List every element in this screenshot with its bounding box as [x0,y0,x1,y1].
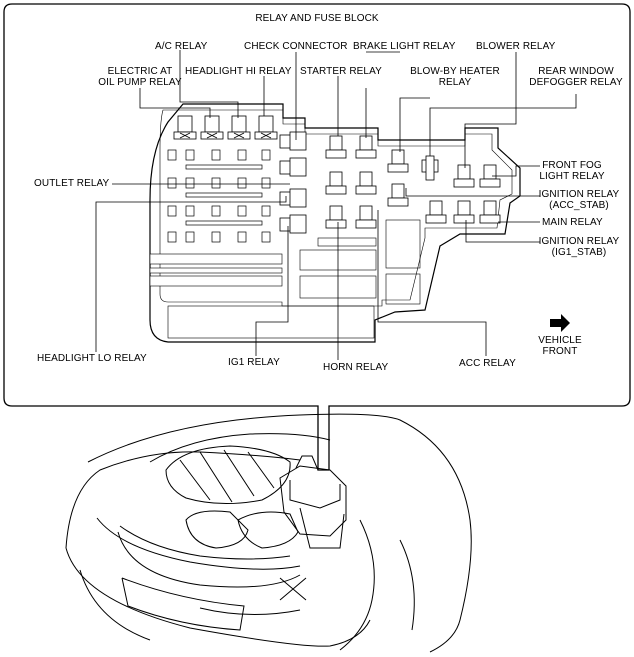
right-panel [385,219,421,269]
headlight-hi-relay-label: HEADLIGHT HI RELAY [185,66,292,77]
vehicle-front-arrow [550,314,570,332]
headlight-lo-relay-label: HEADLIGHT LO RELAY [37,353,147,364]
ignition-ig1-label-line2: (IG1_STAB) [551,247,607,258]
blow-by-heater-label-line2: RELAY [438,77,472,88]
electric-at-label-line2: OIL PUMP RELAY [98,77,182,88]
blow-by-heater-label-line1: BLOW-BY HEATER [410,66,500,77]
car-sketch [65,413,472,653]
diagram-title: RELAY AND FUSE BLOCK [255,13,379,24]
starter-relay-label: STARTER RELAY [300,66,382,77]
outlet-relay-label: OUTLET RELAY [34,178,110,189]
ignition-ig1-label-line1: IGNITION RELAY [538,236,620,247]
ac-relay-label: A/C RELAY [155,41,208,52]
horn-relay-label: HORN RELAY [323,362,389,373]
blower-relay-label: BLOWER RELAY [476,41,556,52]
rear-window-label-line1: REAR WINDOW [538,66,614,77]
check-connector-label: CHECK CONNECTOR [244,41,348,52]
electric-at-label-line1: ELECTRIC AT [107,66,173,77]
relays-top-row [173,115,278,140]
brake-light-relay-label: BRAKE LIGHT RELAY [353,41,456,52]
relays-right [425,164,501,224]
ignition-acc-label-line1: IGNITION RELAY [538,189,620,200]
rear-window-label-line2: DEFOGGER RELAY [529,77,623,88]
bottom-panel [167,305,375,339]
front-fog-label-line2: LIGHT RELAY [539,171,605,182]
main-relay-label: MAIN RELAY [542,217,603,228]
acc-relay-label: ACC RELAY [459,358,516,369]
ignition-acc-label-line2: (ACC_STAB) [549,200,609,211]
right-panel-2 [385,273,421,305]
leader-lines [95,50,577,360]
ig1-relay-label: IG1 RELAY [228,357,280,368]
vehicle-front-label-line1: VEHICLE [538,335,582,346]
relays-middle [325,135,439,229]
vehicle-front-label-line2: FRONT [542,346,578,357]
front-fog-label-line1: FRONT FOG [542,160,602,171]
fuse-grid [167,149,271,243]
relays-left-column [279,131,307,234]
